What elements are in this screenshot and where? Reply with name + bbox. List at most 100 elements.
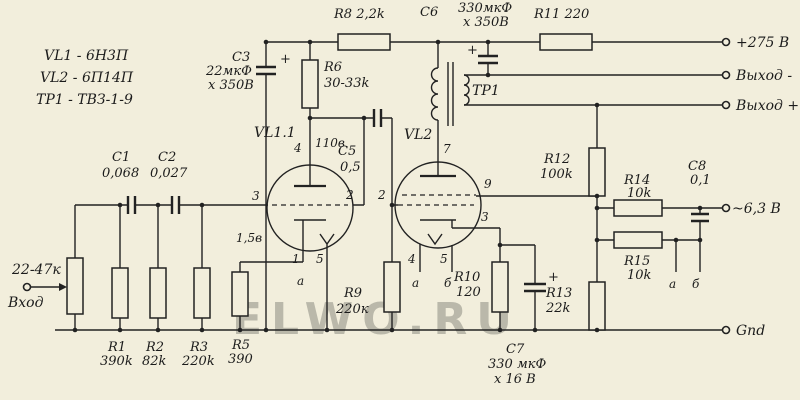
vl11-pin1: 1 <box>292 252 300 266</box>
tube-grid-dashes <box>272 194 476 206</box>
r13-label: R13 <box>545 286 572 301</box>
tube-vl2-envelope <box>394 161 482 249</box>
c6-label: C6 <box>420 5 438 20</box>
r10-label: R10 <box>453 270 480 285</box>
c5-label: С5 <box>338 144 356 159</box>
resistor-r3-body <box>193 267 211 319</box>
resistor-r10-body <box>491 261 509 313</box>
r11-label: R11 220 <box>533 7 589 22</box>
vl2-pin9: 9 <box>484 177 492 191</box>
resistor-r8-body <box>337 33 391 51</box>
junction-dots <box>72 39 703 333</box>
c6-plus-mark: + <box>467 43 478 58</box>
c7-value: 330 мкФ <box>488 357 546 372</box>
transformer-primary-coil <box>430 67 439 121</box>
potentiometer-wiper-arrow <box>59 283 67 291</box>
c5-value: 0,5 <box>340 160 361 175</box>
c6-voltage: х 350В <box>463 15 509 30</box>
c3-voltage: х 350В <box>208 78 254 93</box>
resistor-r15-body <box>613 231 663 249</box>
r2-value: 82k <box>142 354 167 369</box>
vl11-label: VL1.1 <box>254 125 296 141</box>
parts-list-line3: ТР1 - ТВЗ-1-9 <box>36 92 133 108</box>
c8-value: 0,1 <box>690 173 711 188</box>
terminal-gnd <box>721 325 731 335</box>
terminal-out-minus <box>721 70 731 80</box>
r14-value: 10k <box>627 186 652 201</box>
transformer-secondary-coil <box>463 74 470 106</box>
tube-vl11-envelope <box>266 164 354 252</box>
vl2-pin2: 2 <box>377 188 386 202</box>
r15-value: 10k <box>627 268 652 283</box>
c7-voltage: х 16 В <box>494 372 536 387</box>
resistor-r1-body <box>111 267 129 319</box>
vl11-heater-a: а <box>297 274 304 288</box>
c6-value: 330мкФ <box>458 1 512 16</box>
resistor-r5-body <box>231 271 249 317</box>
c2-label: С2 <box>158 150 176 165</box>
vl2-heater-a: а <box>412 276 419 290</box>
c1-value: 0,068 <box>102 166 139 181</box>
resistor-r11-body <box>539 33 593 51</box>
label-heater: ~6,3 В <box>732 201 781 217</box>
vl11-pin5: 5 <box>316 252 324 266</box>
vl2-pin7: 7 <box>443 142 451 156</box>
r2-label: R2 <box>145 340 164 355</box>
r6-value: 30-33k <box>324 76 369 91</box>
resistor-r2-body <box>149 267 167 319</box>
r12-label: R12 <box>543 152 570 167</box>
vl11-pin4: 4 <box>293 141 302 155</box>
terminal-heater <box>721 203 731 213</box>
r1-value: 390k <box>100 354 133 369</box>
heater-tap-a: а <box>669 277 676 291</box>
c2-value: 0,027 <box>150 166 188 181</box>
vl11-cathode-voltage: 1,5в <box>236 231 262 245</box>
r5-label: R5 <box>231 338 250 353</box>
vl11-anode-voltage: 110в <box>315 136 345 150</box>
parts-list-line1: VL1 - 6Н3П <box>44 48 129 64</box>
r10-value: 120 <box>456 285 481 300</box>
r13-value: 22k <box>545 301 571 316</box>
vl2-pin5: 5 <box>440 252 448 266</box>
label-out-minus: Выход - <box>735 68 792 84</box>
resistor-r14-body <box>613 199 663 217</box>
vl11-pin3: 3 <box>252 189 260 203</box>
r6-label: R6 <box>323 60 342 75</box>
r1-label: R1 <box>107 340 126 355</box>
terminal-plus275 <box>721 37 731 47</box>
terminal-out-plus <box>721 100 731 110</box>
c7-label: С7 <box>506 342 525 357</box>
label-input: Вход <box>7 295 44 311</box>
vl2-label: VL2 <box>404 127 432 143</box>
r3-value: 220k <box>181 354 215 369</box>
r5-value: 390 <box>228 352 253 367</box>
r15-label: R15 <box>623 254 650 269</box>
c7-plus-mark: + <box>548 270 559 285</box>
label-out-plus: Выход + <box>735 98 799 114</box>
capacitor-plates <box>126 54 709 293</box>
vl11-pin2: 2 <box>345 188 354 202</box>
resistor-r6-body <box>301 59 319 109</box>
vl2-pin3: 3 <box>481 210 489 224</box>
vl2-heater-b: б <box>444 276 452 290</box>
resistor-r12-body <box>588 147 606 197</box>
c1-label: С1 <box>112 150 130 165</box>
terminal-input <box>22 282 32 292</box>
label-gnd: Gnd <box>736 323 765 339</box>
pot-label: 22-47к <box>11 262 61 278</box>
r9-label: R9 <box>343 286 362 301</box>
c3-value: 22мкФ <box>205 64 252 79</box>
potentiometer-body <box>66 257 84 315</box>
terminals <box>22 37 731 335</box>
tr1-label: ТР1 <box>472 83 500 99</box>
r14-label: R14 <box>623 173 650 188</box>
resistor-r9-body <box>383 261 401 313</box>
parts-list-line2: VL2 - 6П14П <box>40 70 134 86</box>
c8-label: С8 <box>688 159 706 174</box>
c3-label: С3 <box>232 50 250 65</box>
vl2-pin4: 4 <box>407 252 416 266</box>
r12-value: 100k <box>540 167 573 182</box>
heater-tap-b: б <box>692 277 700 291</box>
